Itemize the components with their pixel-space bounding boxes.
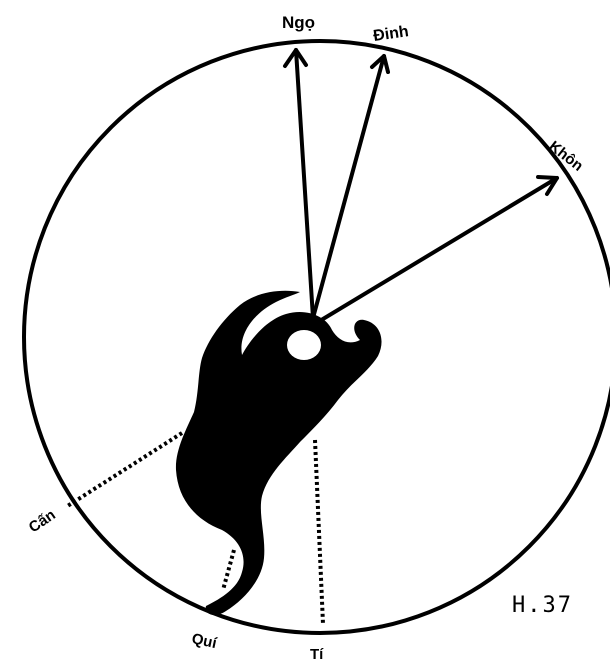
label-ngo: Ngọ: [282, 13, 315, 32]
dotted-line-ti: [315, 440, 323, 624]
arrow-dinh: [313, 56, 388, 318]
label-can: Cấn: [26, 506, 59, 536]
label-dinh: Đinh: [372, 23, 410, 45]
dotted-line-can: [66, 433, 182, 507]
label-qui: Quí: [190, 630, 219, 652]
blob-hole: [287, 330, 321, 360]
arrow-khon: [313, 177, 557, 325]
figure-label: H.37: [512, 593, 573, 618]
label-ti: Tí: [310, 646, 324, 663]
dragon-vein-shape: [176, 291, 382, 615]
arrow-ngo: [285, 50, 313, 318]
dotted-line-qui: [223, 550, 234, 590]
